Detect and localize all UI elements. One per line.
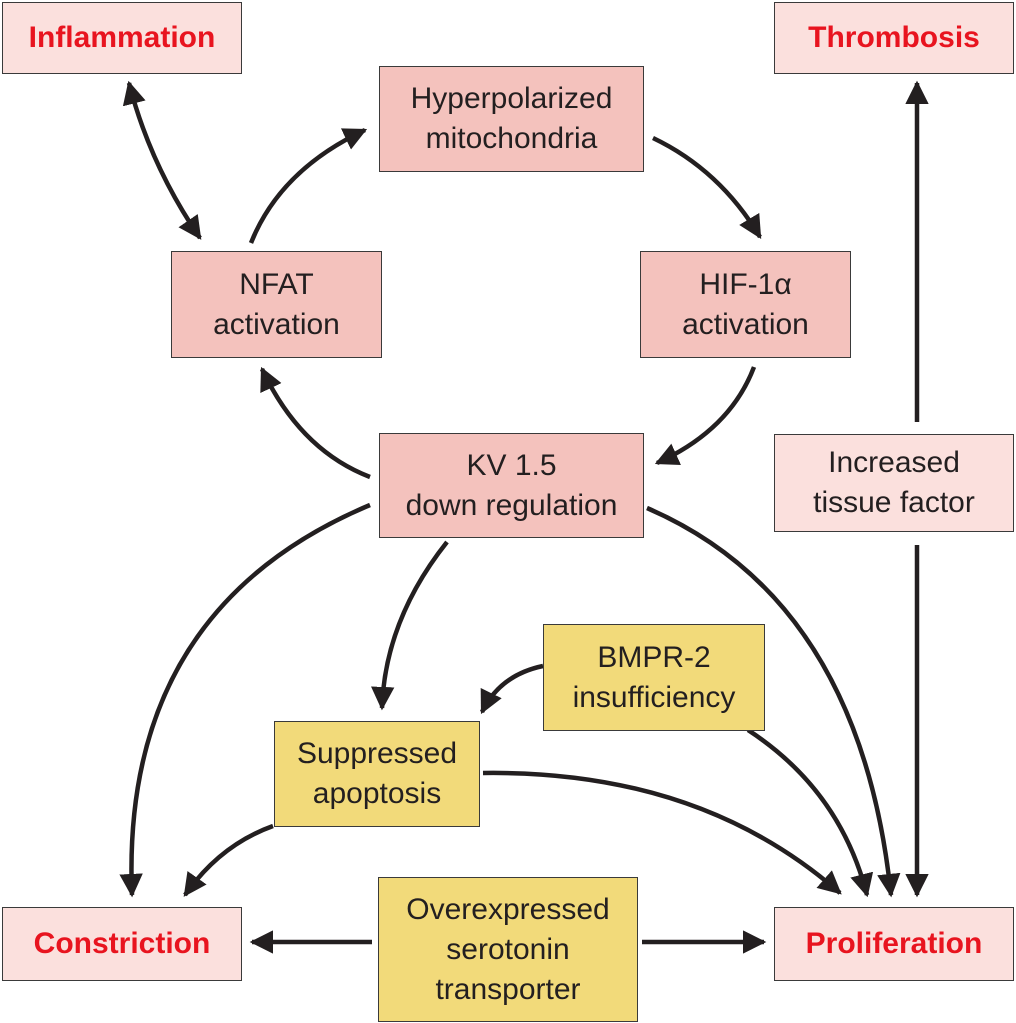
- node-label: activation: [213, 307, 340, 341]
- node-label: Increased: [828, 446, 960, 479]
- node-label: mitochondria: [425, 122, 598, 155]
- node-bmpr2-insufficiency: BMPR-2 insufficiency: [543, 624, 765, 731]
- node-proliferation: Proliferation: [774, 907, 1014, 981]
- node-label: Suppressed: [296, 737, 458, 770]
- edge-kv-nfat: [259, 366, 371, 480]
- edge-hif-kv: [654, 366, 757, 466]
- node-hif1a-activation: HIF-1α activation: [640, 251, 851, 358]
- edge-kv-apoptosis: [371, 540, 449, 711]
- node-label: insufficiency: [572, 680, 736, 714]
- node-label: transporter: [435, 972, 581, 1006]
- edge-nfat-mitochondria: [248, 127, 368, 244]
- node-hyperpolarized-mitochondria: Hyperpolarized mitochondria: [379, 66, 644, 172]
- node-inflammation: Inflammation: [2, 2, 242, 74]
- node-nfat-activation: NFAT activation: [171, 251, 382, 358]
- node-label: Overexpressed: [406, 892, 610, 926]
- node-label: serotonin: [446, 932, 570, 966]
- node-label: BMPR-2: [597, 640, 711, 674]
- node-label: Inflammation: [28, 21, 216, 54]
- edge-bmpr2-proliferation: [746, 728, 874, 898]
- node-label: HIF-1α: [699, 267, 792, 301]
- node-label: KV 1.5: [466, 448, 557, 482]
- node-label: Constriction: [33, 927, 211, 960]
- node-label: tissue factor: [813, 486, 975, 519]
- edge-inflammation-nfat: [122, 80, 202, 240]
- node-label: activation: [682, 307, 809, 341]
- node-label: Proliferation: [805, 927, 983, 960]
- edge-bmpr2-apoptosis: [479, 663, 544, 715]
- node-overexpressed-serotonin-transporter: Overexpressed serotonin transporter: [378, 877, 638, 1022]
- edge-apoptosis-proliferation: [482, 770, 842, 895]
- node-label: Thrombosis: [808, 21, 980, 54]
- node-suppressed-apoptosis: Suppressed apoptosis: [274, 721, 480, 827]
- node-thrombosis: Thrombosis: [774, 2, 1014, 74]
- node-increased-tissue-factor: Increased tissue factor: [774, 434, 1014, 532]
- node-kv15-down-regulation: KV 1.5 down regulation: [379, 433, 644, 538]
- node-constriction: Constriction: [2, 907, 242, 981]
- node-label: NFAT: [239, 267, 314, 301]
- node-label: Hyperpolarized: [410, 82, 613, 115]
- edge-mitochondria-hif: [652, 135, 762, 240]
- edge-kv-constriction: [119, 502, 371, 898]
- edge-apoptosis-constriction: [183, 823, 274, 897]
- node-label: apoptosis: [312, 777, 442, 810]
- node-label: down regulation: [405, 488, 618, 522]
- edge-kv-proliferation: [646, 505, 901, 898]
